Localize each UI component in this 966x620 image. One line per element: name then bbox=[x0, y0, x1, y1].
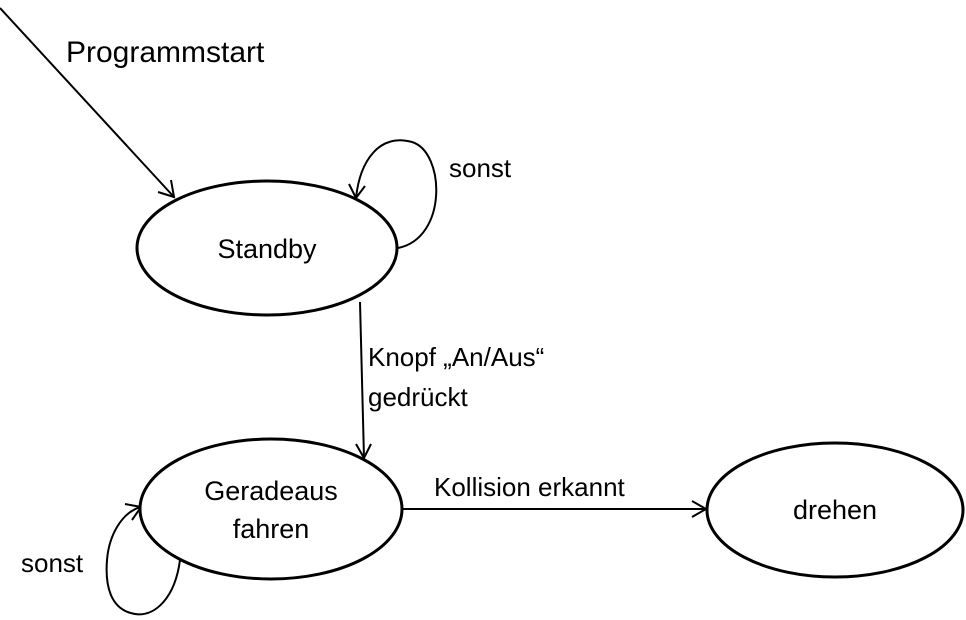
geradeaus-self-loop-label: sonst bbox=[21, 548, 84, 578]
start-label: Programmstart bbox=[66, 36, 265, 69]
state-drehen-shape bbox=[705, 441, 965, 579]
geradeaus-to-drehen-transition bbox=[403, 500, 709, 518]
state-geradeaus-fahren-label-line1: Geradeaus bbox=[204, 476, 338, 506]
start-arrow-line bbox=[0, 7, 175, 198]
state-drehen-label: drehen bbox=[793, 495, 877, 525]
standby-self-loop-label: sonst bbox=[449, 153, 512, 183]
standby-to-geradeaus-label-line1: Knopf „An/Aus“ bbox=[368, 342, 544, 372]
state-standby: Standby bbox=[135, 179, 399, 317]
state-standby-label: Standby bbox=[217, 234, 317, 264]
standby-to-geradeaus-line bbox=[359, 301, 365, 459]
standby-to-geradeaus-label-line2: gedrückt bbox=[368, 382, 468, 412]
geradeaus-to-drehen-label: Kollision erkannt bbox=[434, 472, 626, 502]
start-transition bbox=[0, 7, 176, 199]
state-geradeaus-fahren: Geradeaus fahren bbox=[138, 437, 404, 581]
state-standby-shape bbox=[135, 179, 399, 317]
state-geradeaus-fahren-label-line2: fahren bbox=[233, 514, 310, 544]
state-geradeaus-fahren-shape bbox=[138, 437, 404, 581]
standby-self-loop-path bbox=[355, 139, 438, 249]
geradeaus-self-loop-path bbox=[105, 506, 181, 616]
start-arrowhead bbox=[157, 179, 176, 199]
state-drehen: drehen bbox=[705, 441, 965, 579]
standby-to-geradeaus-transition bbox=[355, 301, 372, 461]
